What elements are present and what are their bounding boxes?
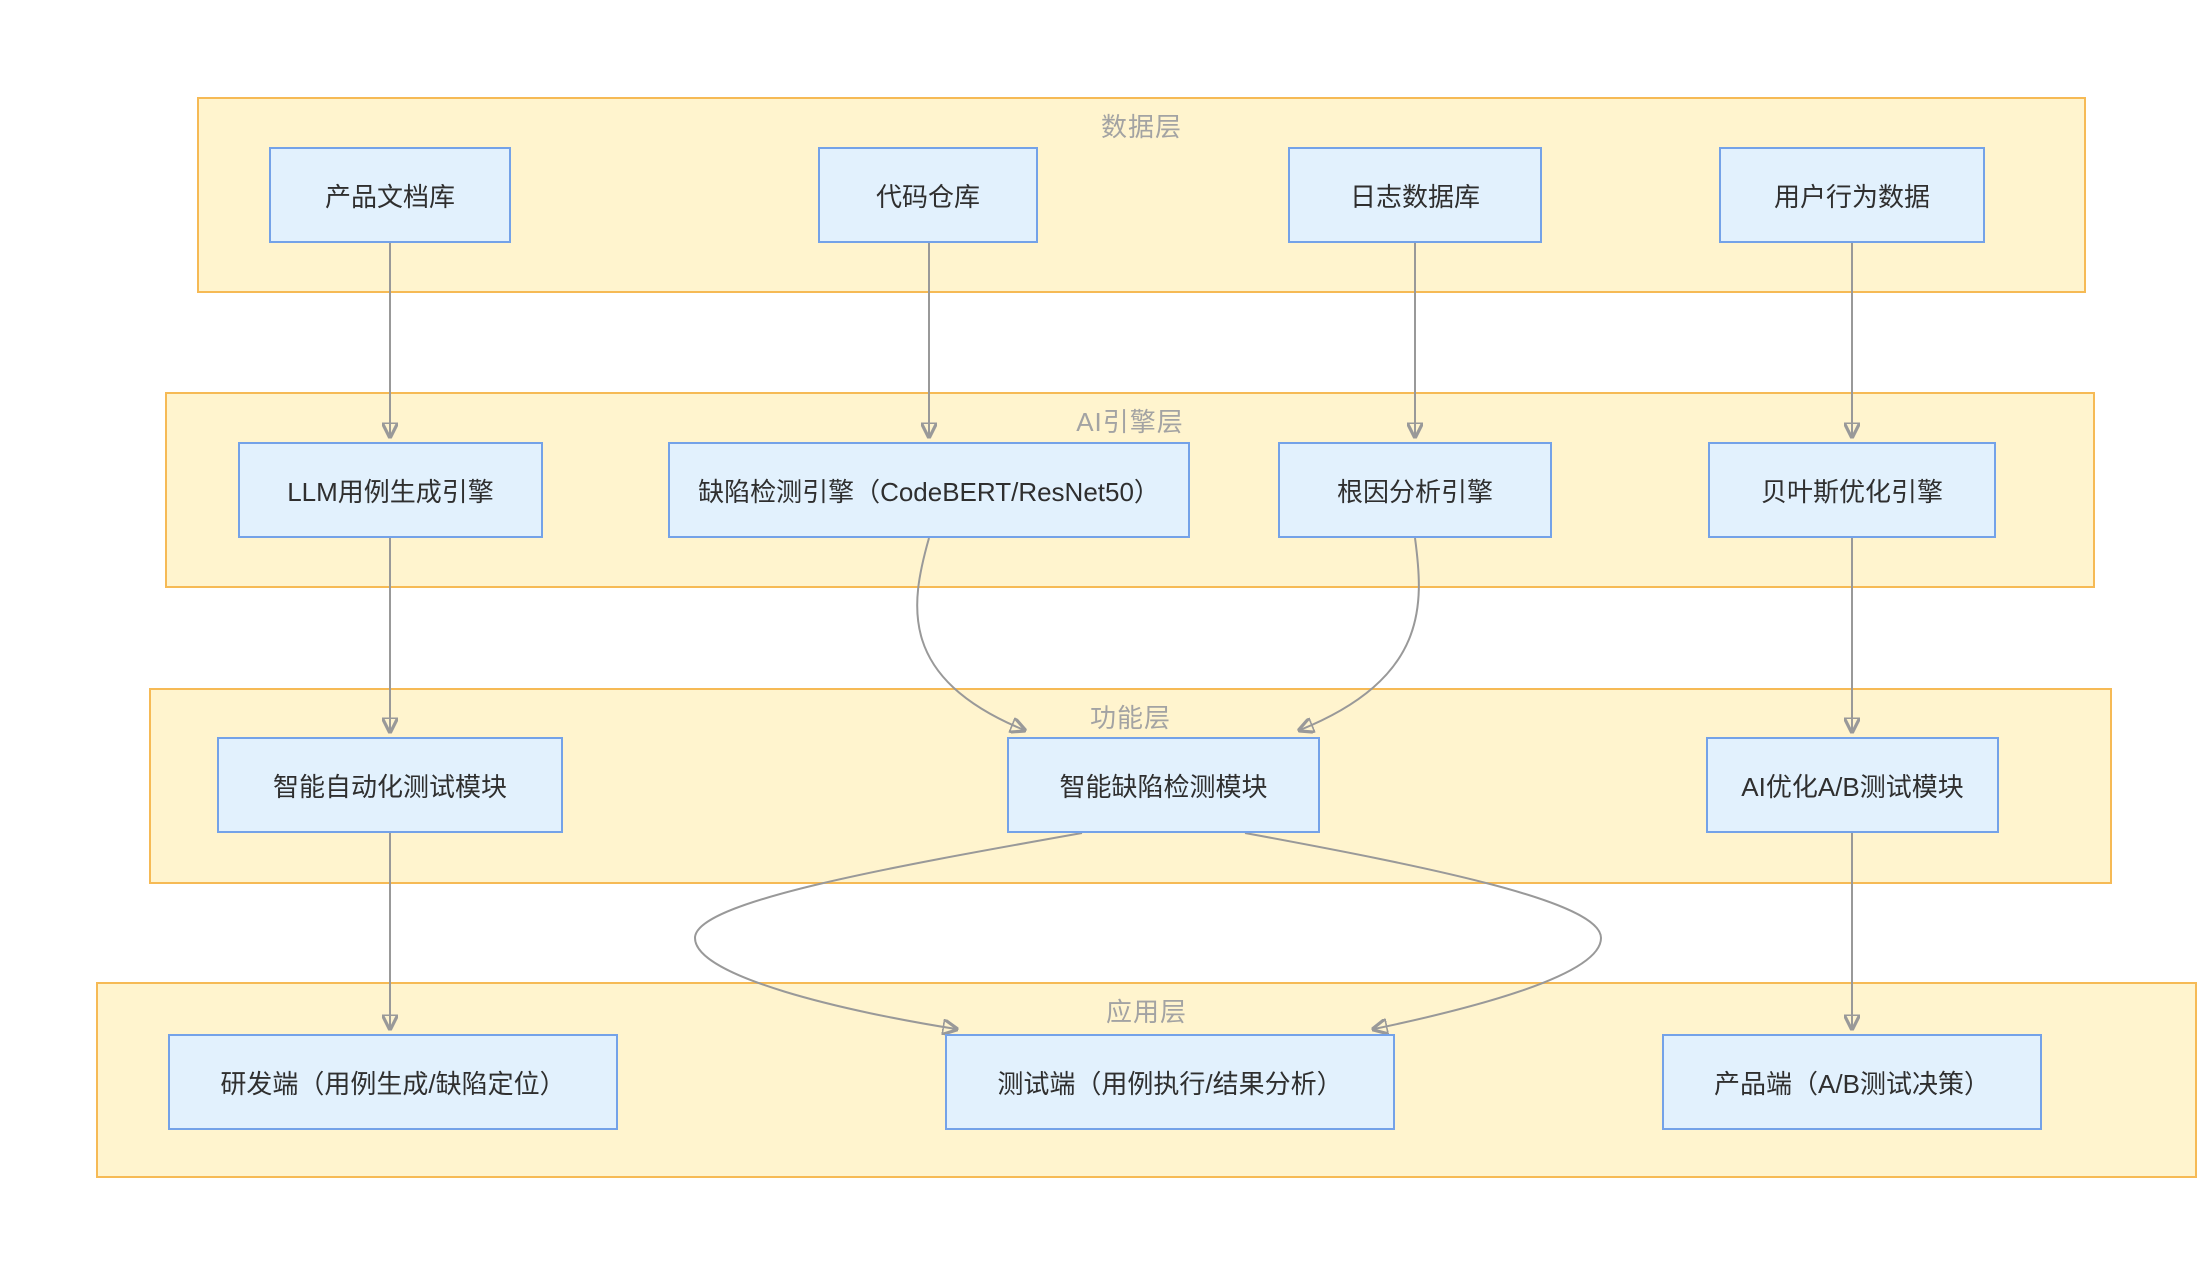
node-smart-auto-test-module: 智能自动化测试模块 — [217, 737, 563, 833]
layer-label: AI引擎层 — [1076, 407, 1184, 437]
edge-root-cause-engine-to-defect-module — [1300, 537, 1420, 730]
node-defect-detection-engine: 缺陷检测引擎（CodeBERT/ResNet50） — [668, 442, 1190, 538]
node-log-database: 日志数据库 — [1288, 147, 1542, 243]
edge-defect-engine-to-defect-module — [916, 537, 1024, 730]
node-root-cause-engine: 根因分析引擎 — [1278, 442, 1552, 538]
node-user-behavior-data: 用户行为数据 — [1719, 147, 1985, 243]
node-code-repo: 代码仓库 — [818, 147, 1038, 243]
node-llm-case-gen-engine: LLM用例生成引擎 — [238, 442, 543, 538]
node-smart-defect-detection-module: 智能缺陷检测模块 — [1007, 737, 1320, 833]
node-product-client: 产品端（A/B测试决策） — [1662, 1034, 2042, 1130]
node-test-client: 测试端（用例执行/结果分析） — [945, 1034, 1395, 1130]
layer-label: 应用层 — [1105, 997, 1187, 1027]
edge-defect-module-to-test-client-right — [1244, 832, 1603, 1029]
node-product-doc-repo: 产品文档库 — [269, 147, 511, 243]
node-ai-ab-test-module: AI优化A/B测试模块 — [1706, 737, 1999, 833]
layer-label: 功能层 — [1089, 703, 1171, 733]
node-bayesian-opt-engine: 贝叶斯优化引擎 — [1708, 442, 1996, 538]
node-dev-client: 研发端（用例生成/缺陷定位） — [168, 1034, 618, 1130]
edge-defect-module-to-test-client-left — [693, 832, 1083, 1029]
layer-label: 数据层 — [1100, 112, 1182, 142]
